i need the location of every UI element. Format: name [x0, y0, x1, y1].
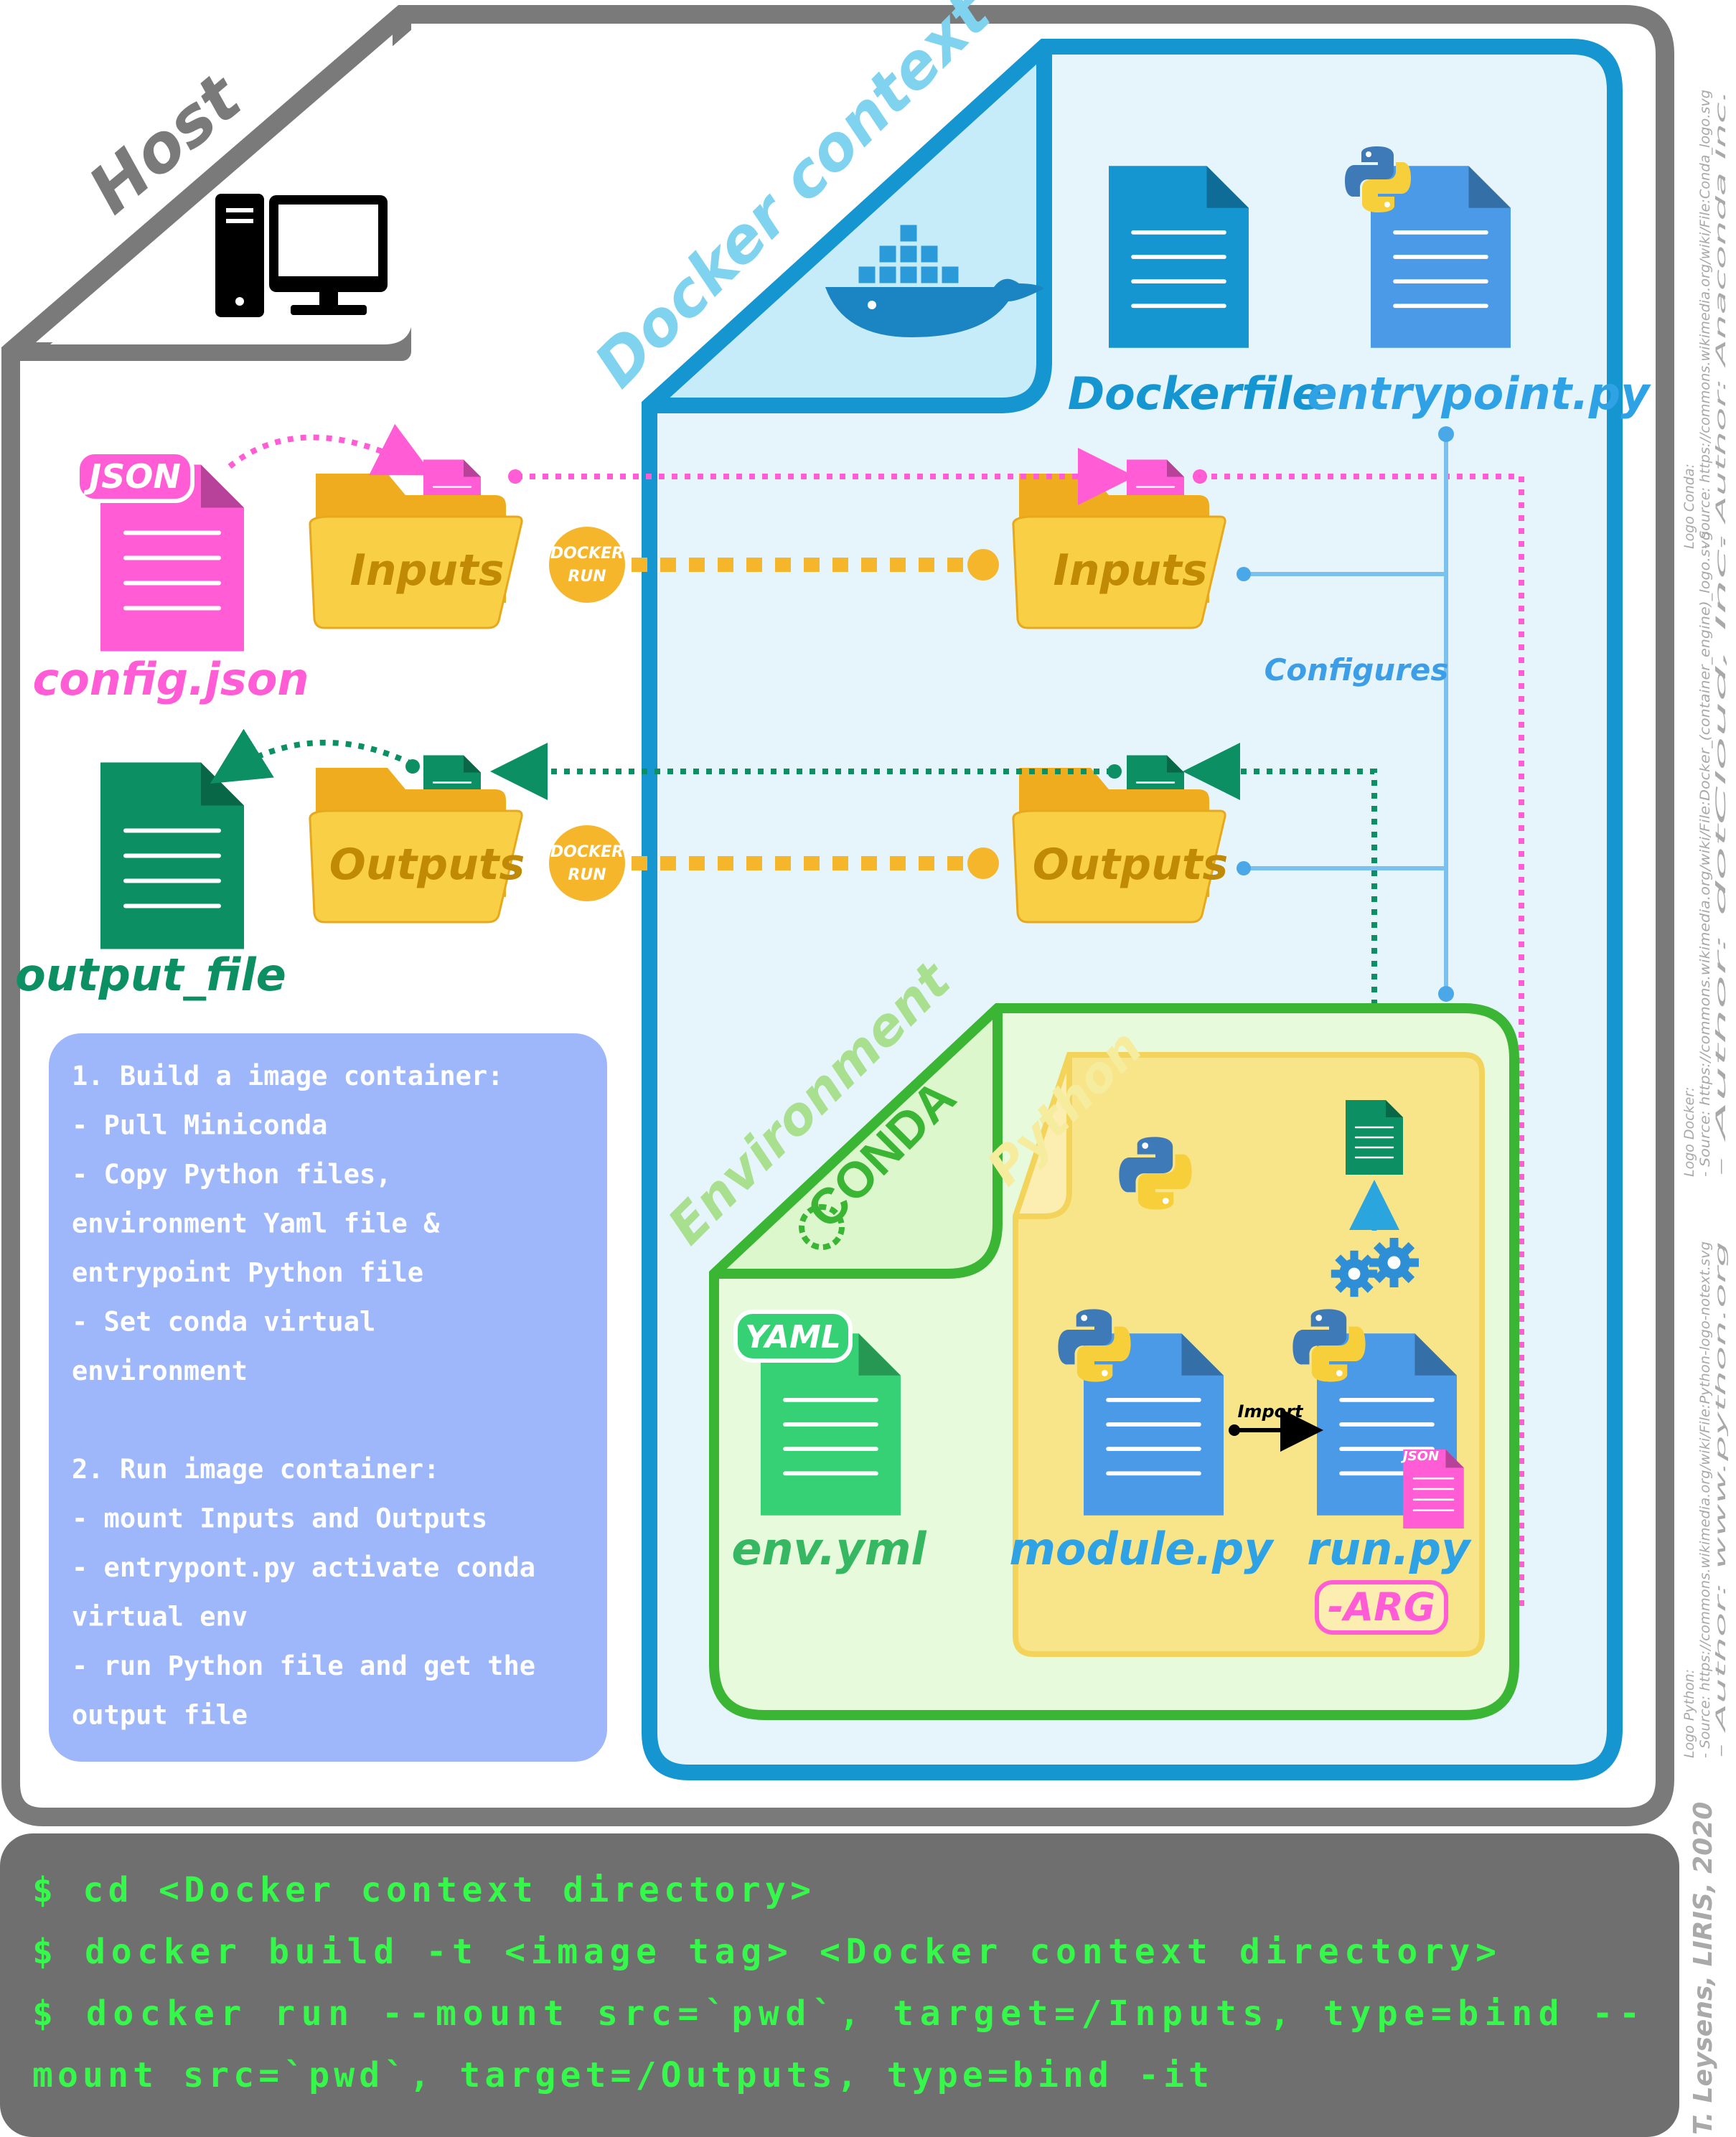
output-file-icon[interactable]	[100, 763, 244, 949]
credit-line: Logo Docker:	[1681, 1086, 1697, 1177]
conda-logo-icon	[799, 1204, 845, 1250]
output-to-docker-outputs-arrow	[1183, 743, 1377, 1109]
credit-line: Logo Conda:	[1681, 464, 1697, 549]
step-line: 1. Build a image container:	[72, 1061, 503, 1091]
step-line: - mount Inputs and Outputs	[72, 1503, 487, 1534]
host-inputs-label: Inputs	[349, 545, 504, 596]
credits-python: Logo Python:- Source: https://commons.wi…	[1681, 1241, 1729, 1758]
credit-line: Logo Python:	[1681, 1669, 1697, 1758]
credit-line: - Source: https://commons.wikimedia.org/…	[1697, 90, 1713, 549]
json-badge-text: JSON	[83, 457, 181, 496]
arg-badge-text: -ARG	[1328, 1584, 1435, 1630]
terminal-command-line: $ cd <Docker context directory>	[32, 1870, 811, 1910]
import-label: Import	[1238, 1401, 1304, 1422]
terminal-panel	[0, 1833, 1679, 2137]
docker-run-badge-outputs	[545, 821, 629, 906]
gear-icon-large	[1369, 1238, 1419, 1287]
entrypoint-label: entrypoint.py	[1307, 367, 1651, 420]
credit-line: - Source: https://commons.wikimedia.org/…	[1697, 531, 1713, 1177]
step-line: - Set conda virtual	[72, 1307, 375, 1338]
docker-run-badge-inputs	[545, 522, 629, 607]
credit-line: - Author: dotCloud, Inc.	[1713, 531, 1729, 1177]
module-py-label: module.py	[1009, 1523, 1275, 1575]
terminal-command-line: mount src=`pwd`, target=/Outputs, type=b…	[32, 2055, 1209, 2095]
docker-run-inputs-endpoint	[967, 549, 999, 581]
run-json-badge-text: JSON	[1401, 1449, 1439, 1464]
docker-run-outputs-endpoint	[967, 847, 999, 879]
config-json-label: config.json	[32, 653, 309, 705]
gear-icon	[1331, 1250, 1378, 1297]
yaml-badge-text: YAML	[745, 1319, 841, 1356]
step-line: entrypoint Python file	[72, 1257, 423, 1288]
step-line: output file	[72, 1700, 248, 1731]
steps-panel	[49, 1033, 607, 1762]
dockerfile-icon[interactable]	[1109, 166, 1249, 348]
credit-line: - Source: https://commons.wikimedia.org/…	[1697, 1241, 1713, 1758]
configures-bracket	[1245, 434, 1448, 994]
step-line: environment	[72, 1356, 248, 1386]
credit-line: - Author: Anaconda Inc.	[1713, 90, 1729, 549]
credit-line: - Author: www.python.org	[1713, 1241, 1729, 1758]
docker-run-badge-inputs-line1: DOCKER	[550, 545, 624, 563]
computer-icon	[215, 194, 388, 317]
docker-whale-icon	[825, 222, 1044, 337]
arg-badge	[1315, 1580, 1448, 1635]
outputs-to-file-arrow	[210, 728, 414, 784]
credits-conda: Logo Conda:- Source: https://commons.wik…	[1681, 90, 1729, 549]
step-line: - run Python file and get the	[72, 1650, 535, 1681]
docker-run-badge-outputs-line1: DOCKER	[550, 843, 624, 861]
step-line: environment Yaml file &	[72, 1208, 440, 1239]
step-line: - entrypont.py activate conda	[72, 1552, 535, 1583]
yaml-badge	[733, 1310, 853, 1363]
container-output-file-icon	[1346, 1099, 1403, 1176]
output-file-label: output_file	[15, 949, 286, 1001]
step-line: - Pull Miniconda	[72, 1110, 327, 1141]
signature: T. Leysens, LIRIS, 2020	[1689, 1802, 1718, 2135]
step-line: virtual env	[72, 1602, 248, 1633]
step-line: 2. Run image container:	[72, 1454, 439, 1485]
docker-run-badge-inputs-line2: RUN	[568, 568, 606, 586]
docker-inputs-label: Inputs	[1053, 545, 1207, 596]
run-py-label: run.py	[1307, 1523, 1472, 1575]
dockerfile-label: Dockerfile	[1068, 367, 1323, 420]
json-badge	[75, 450, 194, 503]
configures-label: Configures	[1265, 652, 1449, 687]
host-outputs-label: Outputs	[329, 840, 525, 890]
credits-docker: Logo Docker:- Source: https://commons.wi…	[1681, 531, 1729, 1177]
step-line: - Copy Python files,	[72, 1159, 392, 1190]
env-yml-label: env.yml	[731, 1523, 926, 1575]
docker-run-badge-outputs-line2: RUN	[568, 866, 606, 884]
docker-outputs-label: Outputs	[1033, 840, 1228, 890]
steps-list: 1. Build a image container: - Pull Minic…	[72, 1061, 535, 1731]
